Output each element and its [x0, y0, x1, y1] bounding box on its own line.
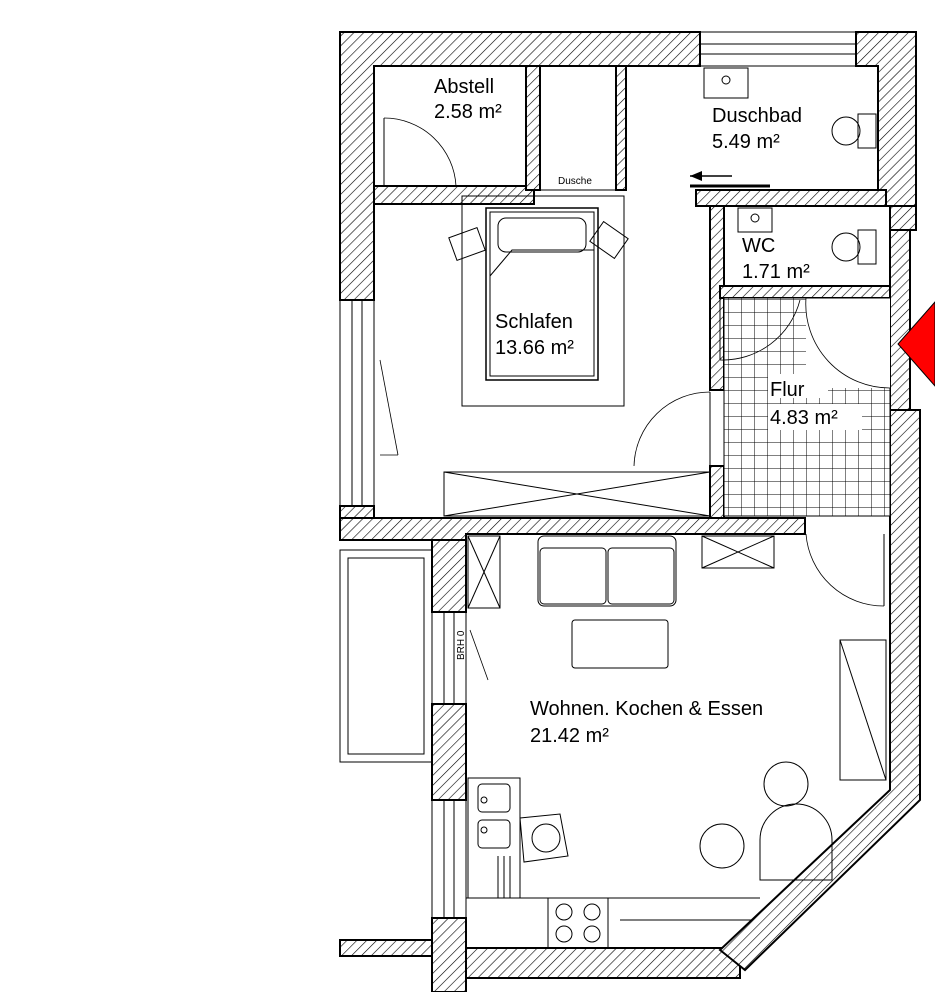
- room-flur: Flur 4.83 m²: [768, 374, 862, 430]
- balcony: [339, 549, 433, 763]
- room-abstell-area: 2.58 m²: [434, 101, 502, 123]
- room-flur-name: Flur: [770, 379, 805, 401]
- doors: [379, 117, 891, 681]
- room-wohnen: BRH 0 Wohnen. Kochen & Essen 21.42 m²: [456, 535, 887, 949]
- room-schlafen: Schlafen 13.66 m²: [443, 195, 711, 517]
- shower-label: Dusche: [558, 176, 592, 187]
- room-wc-area: 1.71 m²: [742, 261, 810, 283]
- room-schlafen-area: 13.66 m²: [495, 337, 574, 359]
- room-duschbad: Duschbad 5.49 m²: [703, 67, 877, 153]
- room-flur-area: 4.83 m²: [770, 407, 838, 429]
- arrow-left-icon: [690, 171, 770, 188]
- room-wohnen-area: 21.42 m²: [530, 725, 609, 747]
- room-wc: WC 1.71 m²: [737, 207, 877, 283]
- room-duschbad-area: 5.49 m²: [712, 131, 780, 153]
- windows: [339, 31, 857, 919]
- walls: [339, 31, 921, 992]
- room-abstell-name: Abstell: [434, 76, 494, 98]
- room-abstell: Abstell 2.58 m²: [434, 76, 502, 123]
- brh-label: BRH 0: [456, 630, 467, 660]
- room-duschbad-name: Duschbad: [712, 105, 802, 127]
- room-schlafen-name: Schlafen: [495, 311, 573, 333]
- shower: Dusche: [539, 65, 617, 191]
- room-wohnen-name: Wohnen. Kochen & Essen: [530, 698, 763, 720]
- room-wc-name: WC: [742, 235, 775, 257]
- red-diamond-icon: [897, 301, 935, 387]
